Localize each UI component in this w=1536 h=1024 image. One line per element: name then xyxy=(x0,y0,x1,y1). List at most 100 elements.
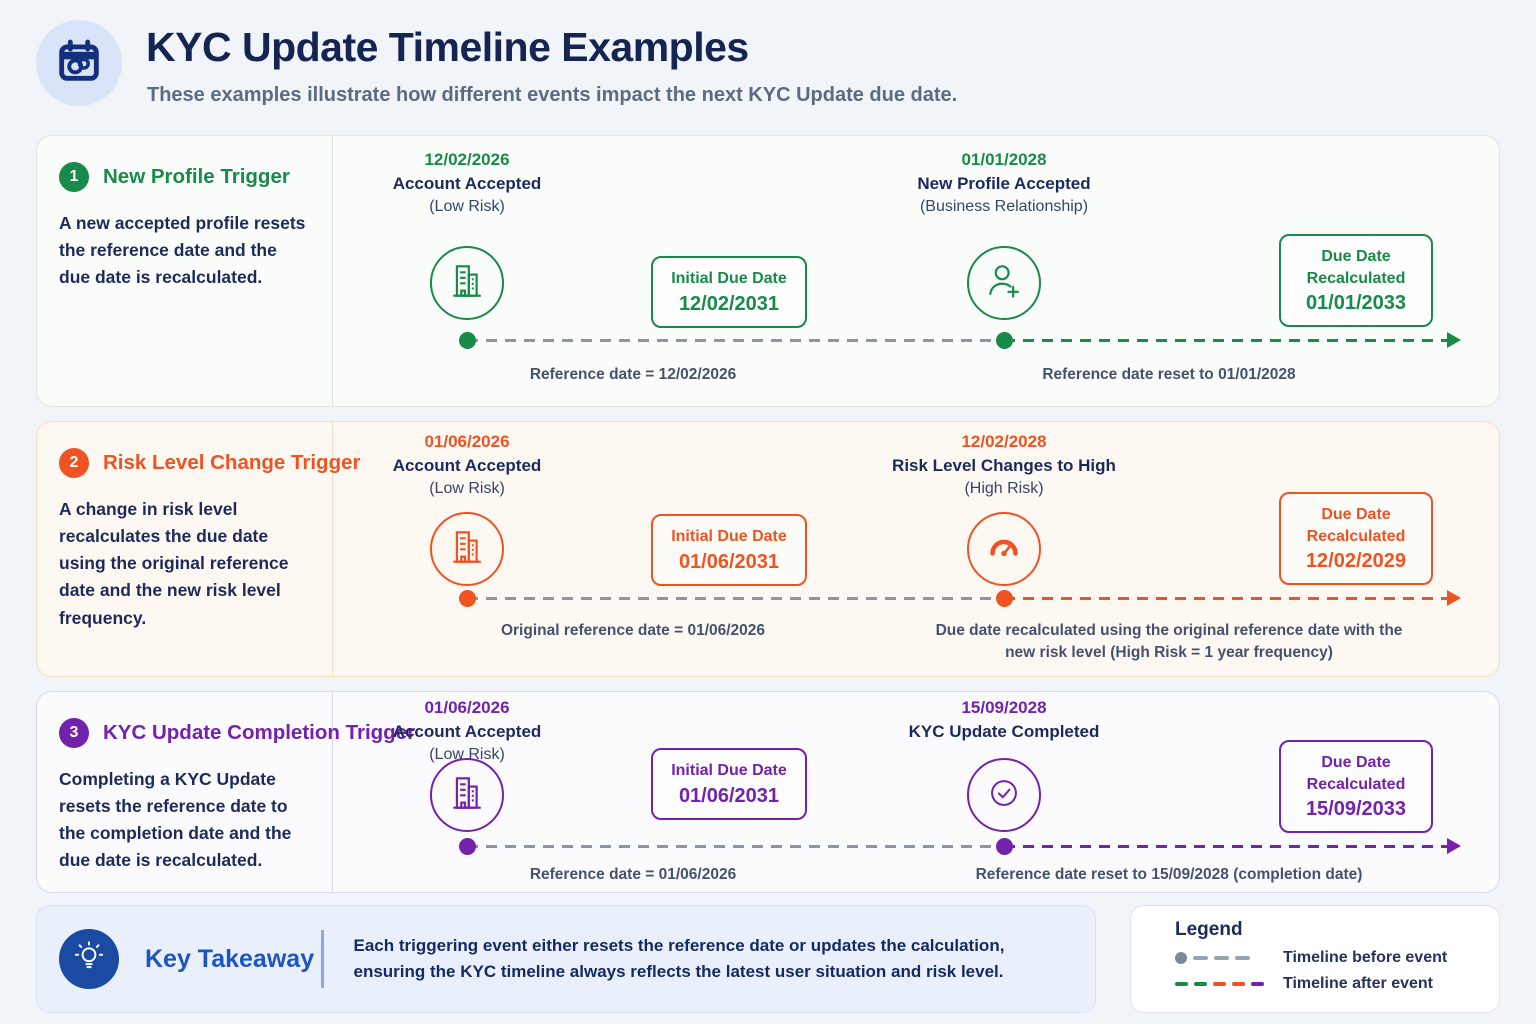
section-3-intro: 3 KYC Update Completion Trigger Completi… xyxy=(37,692,415,892)
event-block: 15/09/2028 KYC Update Completed xyxy=(849,698,1159,746)
timeline-after-event-line xyxy=(1004,845,1448,848)
legend-title: Legend xyxy=(1175,919,1243,940)
caption-before: Reference date = 01/06/2026 xyxy=(529,866,737,883)
timeline-event-dot xyxy=(996,332,1013,349)
timeline-event-dot xyxy=(996,590,1013,607)
section-number-badge: 2 xyxy=(59,448,89,478)
timeline-arrow-icon xyxy=(1447,838,1461,854)
event-date: 12/02/2026 xyxy=(424,150,510,169)
event-block: 12/02/2026 Account Accepted (Low Risk) xyxy=(312,150,622,216)
box-label-line2: Recalculated xyxy=(1306,775,1406,793)
timeline-after-event-line xyxy=(1004,339,1448,342)
legend-row-before: Timeline before event xyxy=(1175,949,1499,967)
section-new-profile-trigger: 1 New Profile Trigger A new accepted pro… xyxy=(36,135,1500,407)
building-icon xyxy=(445,771,489,820)
event-subtitle: (Low Risk) xyxy=(429,480,505,497)
event-block: 12/02/2028 Risk Level Changes to High (H… xyxy=(849,432,1159,498)
section-description: Completing a KYC Update resets the refer… xyxy=(59,769,292,871)
timeline-after-event-line xyxy=(1004,597,1448,600)
event-icon-circle xyxy=(967,512,1041,586)
timeline-before-event-line xyxy=(467,597,1004,600)
box-date: 12/02/2029 xyxy=(1305,550,1407,573)
event-date: 01/06/2026 xyxy=(424,432,510,451)
due-date-recalculated-box: Due Date Recalculated 15/09/2033 xyxy=(1279,740,1433,834)
timeline-event-dot xyxy=(996,838,1013,855)
section-number-badge: 1 xyxy=(59,162,89,192)
event-block: 01/01/2028 New Profile Accepted (Busines… xyxy=(849,150,1159,216)
box-label-line1: Due Date xyxy=(1321,506,1391,523)
event-icon-circle xyxy=(967,758,1041,832)
initial-due-date-box: Initial Due Date 12/02/2031 xyxy=(651,256,807,328)
key-takeaway-divider xyxy=(321,930,324,988)
legend-after-sample-icon xyxy=(1175,982,1271,986)
section-kyc-update-completion-trigger: 3 KYC Update Completion Trigger Completi… xyxy=(36,691,1500,893)
gauge-icon xyxy=(982,525,1026,574)
box-label-line1: Due Date xyxy=(1321,248,1391,265)
page-subtitle: These examples illustrate how different … xyxy=(147,84,958,106)
calendar-refresh-icon xyxy=(53,35,105,92)
due-date-recalculated-box: Due Date Recalculated 01/01/2033 xyxy=(1279,234,1433,328)
box-date: 12/02/2031 xyxy=(678,292,780,315)
key-takeaway-panel: Key Takeaway Each triggering event eithe… xyxy=(36,905,1096,1013)
header-icon-circle xyxy=(36,20,122,106)
key-takeaway-title: Key Takeaway xyxy=(145,944,315,973)
event-block: 01/06/2026 Account Accepted (Low Risk) xyxy=(312,432,622,498)
box-date: 01/06/2031 xyxy=(678,784,780,807)
timeline-event-dot xyxy=(459,838,476,855)
initial-due-date-box: Initial Due Date 01/06/2031 xyxy=(651,748,807,820)
legend-label: Timeline before event xyxy=(1283,949,1448,966)
page-title: KYC Update Timeline Examples xyxy=(146,24,749,70)
timeline-arrow-icon xyxy=(1447,332,1461,348)
box-label: Initial Due Date xyxy=(671,528,787,545)
section-title: Risk Level Change Trigger xyxy=(103,451,361,474)
building-icon xyxy=(445,525,489,574)
event-date: 01/06/2026 xyxy=(424,698,510,717)
event-title: Account Accepted xyxy=(392,174,542,193)
caption-after: Due date recalculated using the original… xyxy=(935,622,1403,661)
section-1-timeline: 12/02/2026 Account Accepted (Low Risk) xyxy=(333,136,1499,406)
caption-before: Reference date = 12/02/2026 xyxy=(529,366,737,383)
caption-before: Original reference date = 01/06/2026 xyxy=(500,622,766,639)
box-date: 01/01/2033 xyxy=(1305,292,1407,315)
event-icon-circle xyxy=(967,246,1041,320)
legend-label: Timeline after event xyxy=(1283,975,1433,992)
legend-before-sample-icon xyxy=(1175,952,1271,964)
key-takeaway-icon-circle xyxy=(59,929,119,989)
box-date: 15/09/2033 xyxy=(1305,798,1407,821)
event-title: New Profile Accepted xyxy=(917,174,1091,193)
section-number-badge: 3 xyxy=(59,718,89,748)
event-title: Account Accepted xyxy=(392,722,542,741)
event-date: 01/01/2028 xyxy=(961,150,1047,169)
event-subtitle: (Low Risk) xyxy=(429,746,505,763)
legend-row-after: Timeline after event xyxy=(1175,975,1499,993)
box-label-line2: Recalculated xyxy=(1306,527,1406,545)
check-circle-icon xyxy=(982,771,1026,820)
building-icon xyxy=(445,259,489,308)
box-label: Initial Due Date xyxy=(671,762,787,779)
caption-after: Reference date reset to 01/01/2028 xyxy=(1042,366,1296,383)
section-risk-level-change-trigger: 2 Risk Level Change Trigger A change in … xyxy=(36,421,1500,677)
section-title: KYC Update Completion Trigger xyxy=(103,721,416,744)
legend-panel: Legend Timeline before event Timeline af… xyxy=(1130,905,1500,1013)
event-subtitle: (Business Relationship) xyxy=(919,198,1089,215)
section-1-intro: 1 New Profile Trigger A new accepted pro… xyxy=(37,136,333,406)
timeline-event-dot xyxy=(459,332,476,349)
timeline-before-event-line xyxy=(467,845,1004,848)
event-icon-circle xyxy=(430,246,504,320)
event-title: Risk Level Changes to High xyxy=(892,456,1116,475)
section-description: A new accepted profile resets the refere… xyxy=(59,213,306,288)
person-plus-icon xyxy=(982,259,1026,308)
caption-after: Reference date reset to 15/09/2028 (comp… xyxy=(975,866,1363,883)
event-icon-circle xyxy=(430,512,504,586)
event-subtitle: (Low Risk) xyxy=(429,198,505,215)
event-title: Account Accepted xyxy=(392,456,542,475)
section-2-timeline: 01/06/2026 Account Accepted (Low Risk) xyxy=(333,422,1499,676)
box-label: Initial Due Date xyxy=(671,270,787,287)
event-title: KYC Update Completed xyxy=(908,722,1100,741)
box-label-line1: Due Date xyxy=(1321,754,1391,771)
section-title: New Profile Trigger xyxy=(103,165,290,188)
lightbulb-icon xyxy=(71,939,107,980)
timeline-arrow-icon xyxy=(1447,590,1461,606)
section-description: A change in risk level recalculates the … xyxy=(59,499,289,628)
box-label-line2: Recalculated xyxy=(1306,269,1406,287)
